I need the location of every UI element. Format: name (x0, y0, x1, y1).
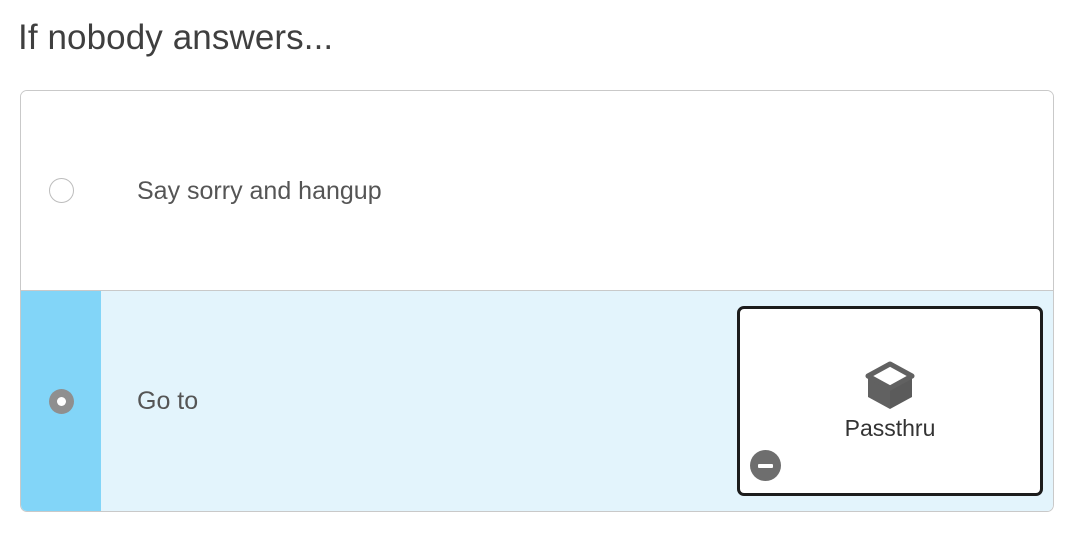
radio-dot (56, 396, 66, 406)
go-to-target-area: Passthru (737, 306, 1043, 496)
option-row-say-sorry-and-hangup[interactable]: Say sorry and hangup (21, 91, 1053, 291)
minus-bar (758, 463, 773, 468)
minus-circle-icon[interactable] (750, 450, 781, 481)
radio-go-to[interactable] (21, 291, 101, 511)
page-title: If nobody answers... (18, 18, 334, 57)
cube-icon (865, 361, 915, 409)
radio-say-sorry-and-hangup[interactable] (21, 91, 101, 290)
target-node-title: Passthru (844, 415, 936, 441)
option-row-go-to[interactable]: Go to Passthru (21, 291, 1053, 511)
option-list: Say sorry and hangup Go to (20, 90, 1054, 512)
option-label-say-sorry-and-hangup: Say sorry and hangup (137, 176, 382, 205)
radio-checked-icon (48, 388, 74, 414)
option-label-go-to: Go to (137, 387, 199, 415)
target-node-card[interactable]: Passthru (737, 306, 1043, 496)
radio-unchecked-icon (48, 178, 74, 203)
